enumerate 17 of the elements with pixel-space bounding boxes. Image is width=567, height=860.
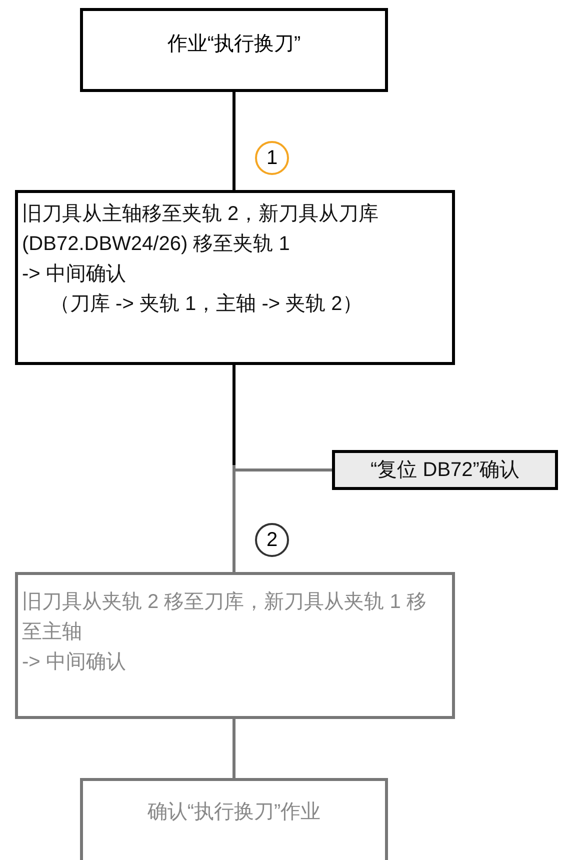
- node-text: （刀库 -> 夹轨 1，主轴 -> 夹轨 2）: [49, 292, 364, 317]
- node-text: 旧刀具从夹轨 2 移至刀库，新刀具从夹轨 1 移至主轴: [22, 590, 428, 645]
- step-number: 2: [255, 523, 289, 557]
- process-box: [80, 8, 388, 92]
- connector-line: [232, 92, 236, 190]
- confirmation-box: [332, 450, 558, 490]
- node-text: -> 中间确认: [22, 262, 127, 287]
- step-number: 1: [255, 141, 289, 175]
- connector-line: [232, 719, 236, 778]
- node-text: -> 中间确认: [22, 650, 127, 675]
- process-box: [80, 778, 388, 860]
- node-text: “复位 DB72”确认: [370, 458, 520, 483]
- node-text: 作业“执行换刀”: [166, 32, 302, 57]
- node-text: 确认“执行换刀”作业: [146, 800, 322, 825]
- process-box: [15, 572, 455, 719]
- process-box: [15, 190, 455, 365]
- node-text: 旧刀具从主轴移至夹轨 2，新刀具从刀库 (DB72.DBW24/26) 移至夹轨 1: [22, 202, 380, 257]
